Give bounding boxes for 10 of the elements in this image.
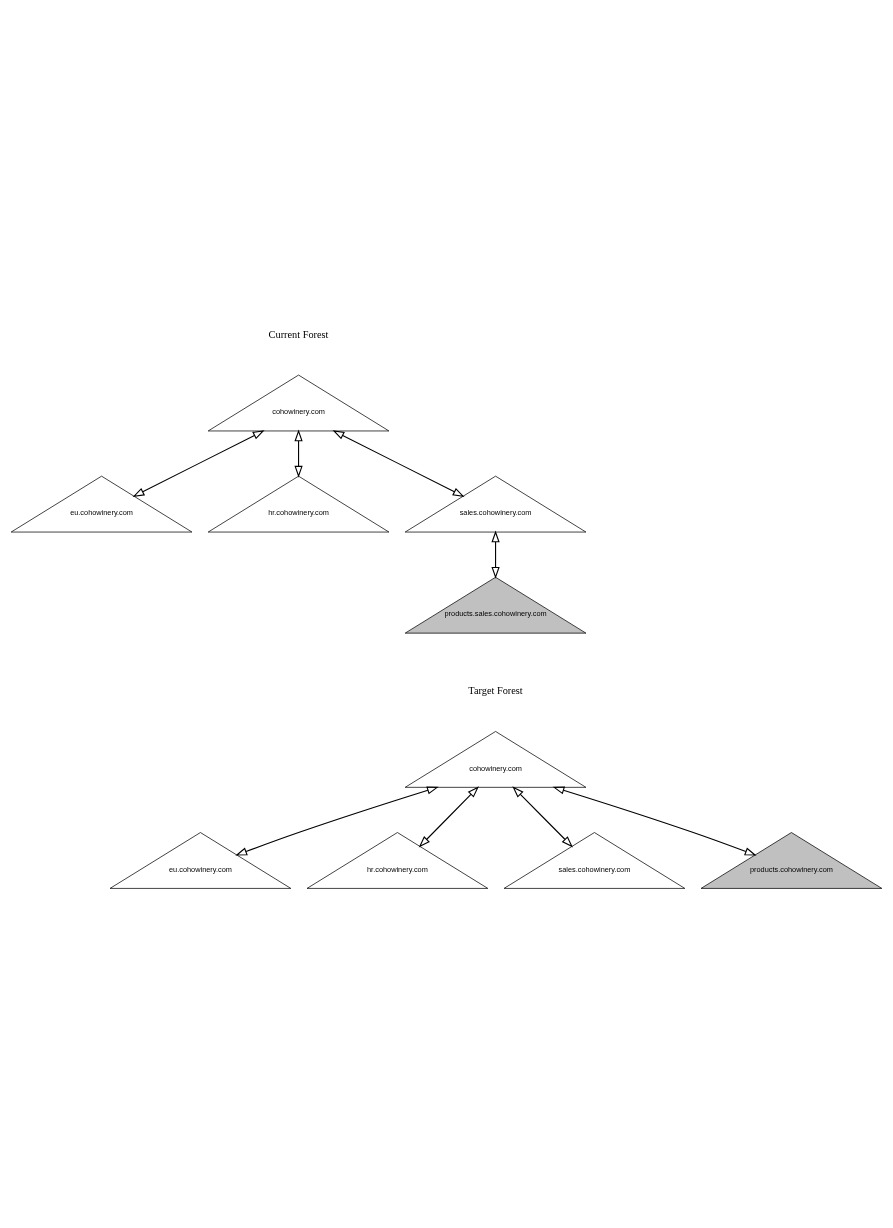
arrow [418, 785, 479, 847]
arrow [294, 428, 303, 478]
arrow [512, 785, 573, 847]
arrow [491, 530, 500, 579]
label: Target Forest [468, 684, 523, 696]
arrow [332, 429, 465, 497]
arrow [235, 785, 439, 856]
label: Current Forest [268, 328, 329, 340]
arrow [132, 429, 265, 497]
arrow [552, 785, 757, 856]
